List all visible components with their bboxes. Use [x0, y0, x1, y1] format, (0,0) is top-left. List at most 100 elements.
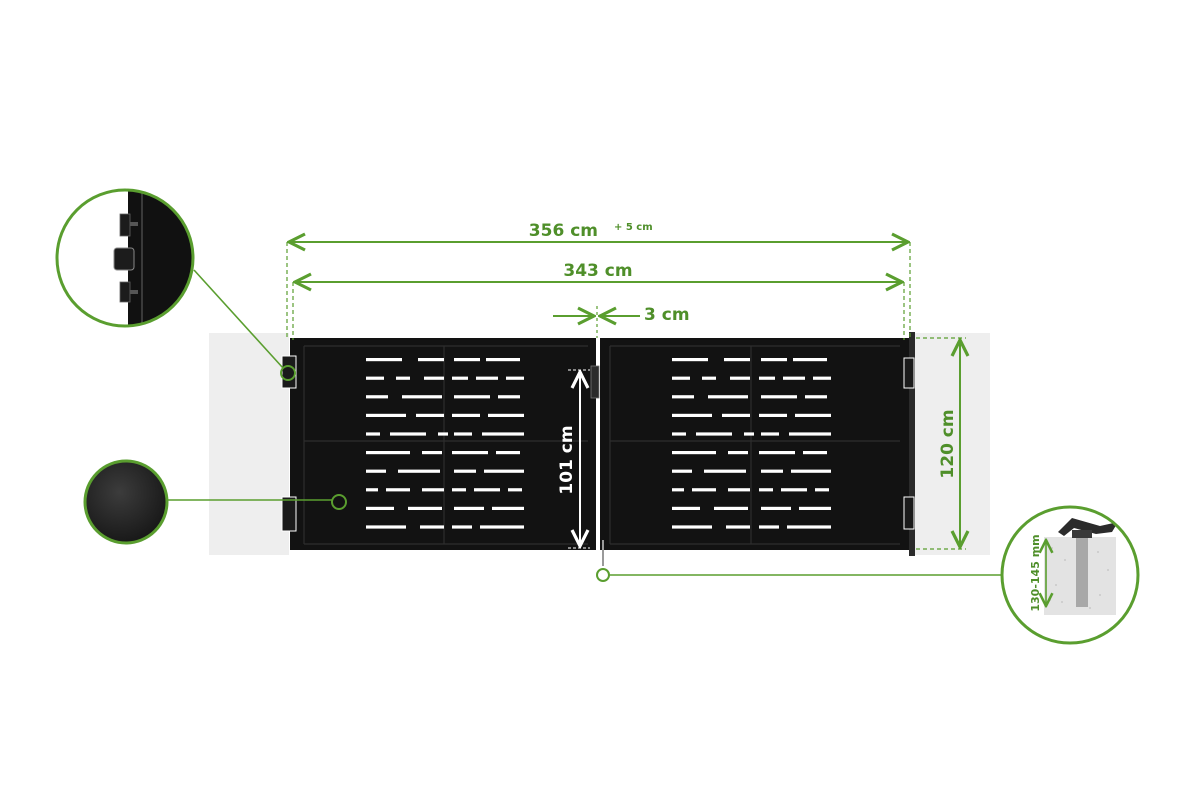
slot-cutout	[702, 376, 716, 380]
slot-cutout	[480, 525, 524, 529]
slot-cutout	[416, 413, 444, 417]
slot-cutout	[492, 506, 524, 510]
slot-cutout	[452, 451, 488, 455]
slot-cutout	[730, 376, 750, 380]
slot-cutout	[791, 469, 831, 473]
slot-cutout	[496, 451, 520, 455]
slot-cutout	[805, 395, 827, 399]
slot-cutout	[672, 469, 692, 473]
slot-cutout	[476, 376, 498, 380]
slot-cutout	[724, 358, 750, 362]
slot-cutout	[704, 469, 746, 473]
slot-cutout	[482, 432, 524, 436]
hinge-bottom-right	[903, 496, 915, 530]
slot-cutout	[422, 488, 444, 492]
slot-cutout	[789, 432, 831, 436]
slot-cutout	[366, 358, 402, 362]
slot-cutout	[813, 376, 831, 380]
slot-cutout	[759, 376, 775, 380]
slot-cutout	[438, 432, 448, 436]
right-hinges	[903, 357, 915, 530]
slot-cutout	[366, 451, 410, 455]
slot-cutout	[759, 413, 787, 417]
slot-cutout	[726, 525, 750, 529]
slot-cutout	[422, 451, 442, 455]
slot-cutout	[454, 506, 484, 510]
slot-height-value: 101 cm	[557, 425, 577, 494]
leaf-gap-dimension: 3 cm	[553, 305, 690, 338]
slot-cutout	[781, 488, 807, 492]
overall-width-value: 356 cm	[529, 221, 598, 241]
slot-cutout	[799, 506, 831, 510]
slot-cutout	[484, 469, 524, 473]
slot-cutout	[728, 451, 748, 455]
gate-height-value: 120 cm	[938, 409, 958, 478]
slot-cutout	[714, 506, 748, 510]
overall-width-tolerance: + 5 cm	[614, 222, 653, 233]
gate-height-dimension: 120 cm	[916, 337, 966, 550]
slot-cutout	[366, 413, 406, 417]
slot-cutout	[452, 525, 472, 529]
slot-cutout	[672, 451, 716, 455]
slot-cutout	[761, 506, 791, 510]
slot-cutout	[498, 395, 520, 399]
slot-cutout	[508, 488, 522, 492]
slot-cutout	[454, 432, 472, 436]
slot-cutout	[452, 376, 468, 380]
slot-cutout	[795, 413, 831, 417]
slot-cutout	[366, 525, 406, 529]
slot-cutout	[708, 395, 748, 399]
slot-cutout	[793, 358, 827, 362]
slot-cutout	[672, 395, 694, 399]
slot-cutout	[744, 432, 754, 436]
slot-cutout	[759, 525, 779, 529]
slot-cutout	[420, 525, 444, 529]
slot-cutout	[402, 395, 442, 399]
gate-width-value: 343 cm	[563, 261, 632, 281]
color-swatch-callout	[83, 459, 347, 545]
slot-cutout	[759, 451, 795, 455]
slot-cutout	[759, 488, 773, 492]
slot-cutout	[696, 432, 732, 436]
slot-cutout	[672, 358, 708, 362]
slot-cutout	[390, 432, 426, 436]
slot-cutout	[366, 376, 384, 380]
slot-cutout	[366, 432, 380, 436]
slot-cutout	[803, 451, 827, 455]
left-gate-leaf	[290, 338, 596, 550]
slot-cutout	[366, 506, 394, 510]
slot-cutout	[366, 395, 388, 399]
slot-cutout	[761, 432, 779, 436]
slot-cutout	[452, 488, 466, 492]
panel-frame-lines	[303, 345, 900, 545]
slot-cutout	[672, 506, 700, 510]
right-gate-leaf	[600, 338, 910, 550]
slot-cutout	[761, 469, 783, 473]
ground-stop-callout: 130-145 mm	[596, 505, 1140, 645]
slot-cutout	[386, 488, 410, 492]
gate-width-dimension: 343 cm	[292, 261, 905, 340]
slot-cutout	[366, 488, 378, 492]
hinge-top-left	[281, 355, 297, 389]
hinge-top-right	[903, 357, 915, 389]
slot-cutout	[672, 432, 686, 436]
gate-leaves	[290, 332, 915, 556]
slot-cutout	[672, 376, 690, 380]
slot-cutout	[815, 488, 829, 492]
slot-cutout	[454, 469, 476, 473]
slot-cutout	[418, 358, 444, 362]
color-swatch-icon	[83, 459, 169, 545]
slot-cutout	[787, 525, 831, 529]
slot-cutout	[672, 525, 712, 529]
slot-height-dimension: 101 cm	[557, 369, 590, 549]
overall-width-dimension: 356 cm + 5 cm	[286, 221, 911, 338]
slot-cutout	[474, 488, 500, 492]
slot-cutout	[486, 358, 520, 362]
svg-text:356 cm: 356 cm	[529, 221, 598, 241]
slot-cutout	[454, 358, 480, 362]
slot-cutout	[761, 395, 797, 399]
slot-cutout	[506, 376, 524, 380]
slot-cutout	[672, 413, 712, 417]
slot-cutout	[761, 358, 787, 362]
